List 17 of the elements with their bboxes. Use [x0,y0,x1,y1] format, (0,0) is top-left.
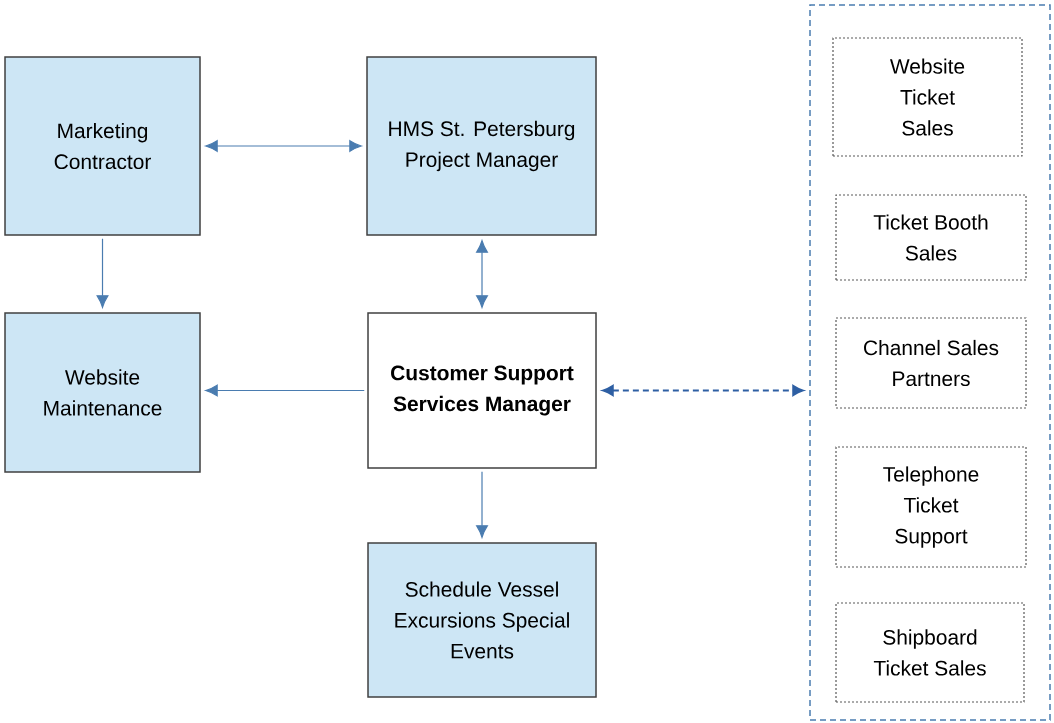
sales-channel-box: Shipboard Ticket Sales [835,602,1025,703]
role-box: Customer Support Services Manager [367,312,597,469]
arrow [476,471,488,538]
arrow [205,384,365,397]
sales-channel-box: Ticket Booth Sales [835,194,1027,281]
arrow [205,140,362,152]
dashed-group-box [809,4,1051,721]
arrow [476,240,488,308]
role-box: Schedule Vessel Excursions Special Events [367,542,597,698]
role-box: Marketing Contractor [4,56,201,236]
role-box: Website Maintenance [4,312,201,473]
arrow [96,238,109,308]
sales-channel-box: Telephone Ticket Support [835,446,1027,568]
role-box: HMS St. Petersburg Project Manager [366,56,597,236]
arrow [601,384,805,397]
sales-channel-box: Channel Sales Partners [835,317,1027,409]
sales-channel-box: Website Ticket Sales [832,37,1023,157]
